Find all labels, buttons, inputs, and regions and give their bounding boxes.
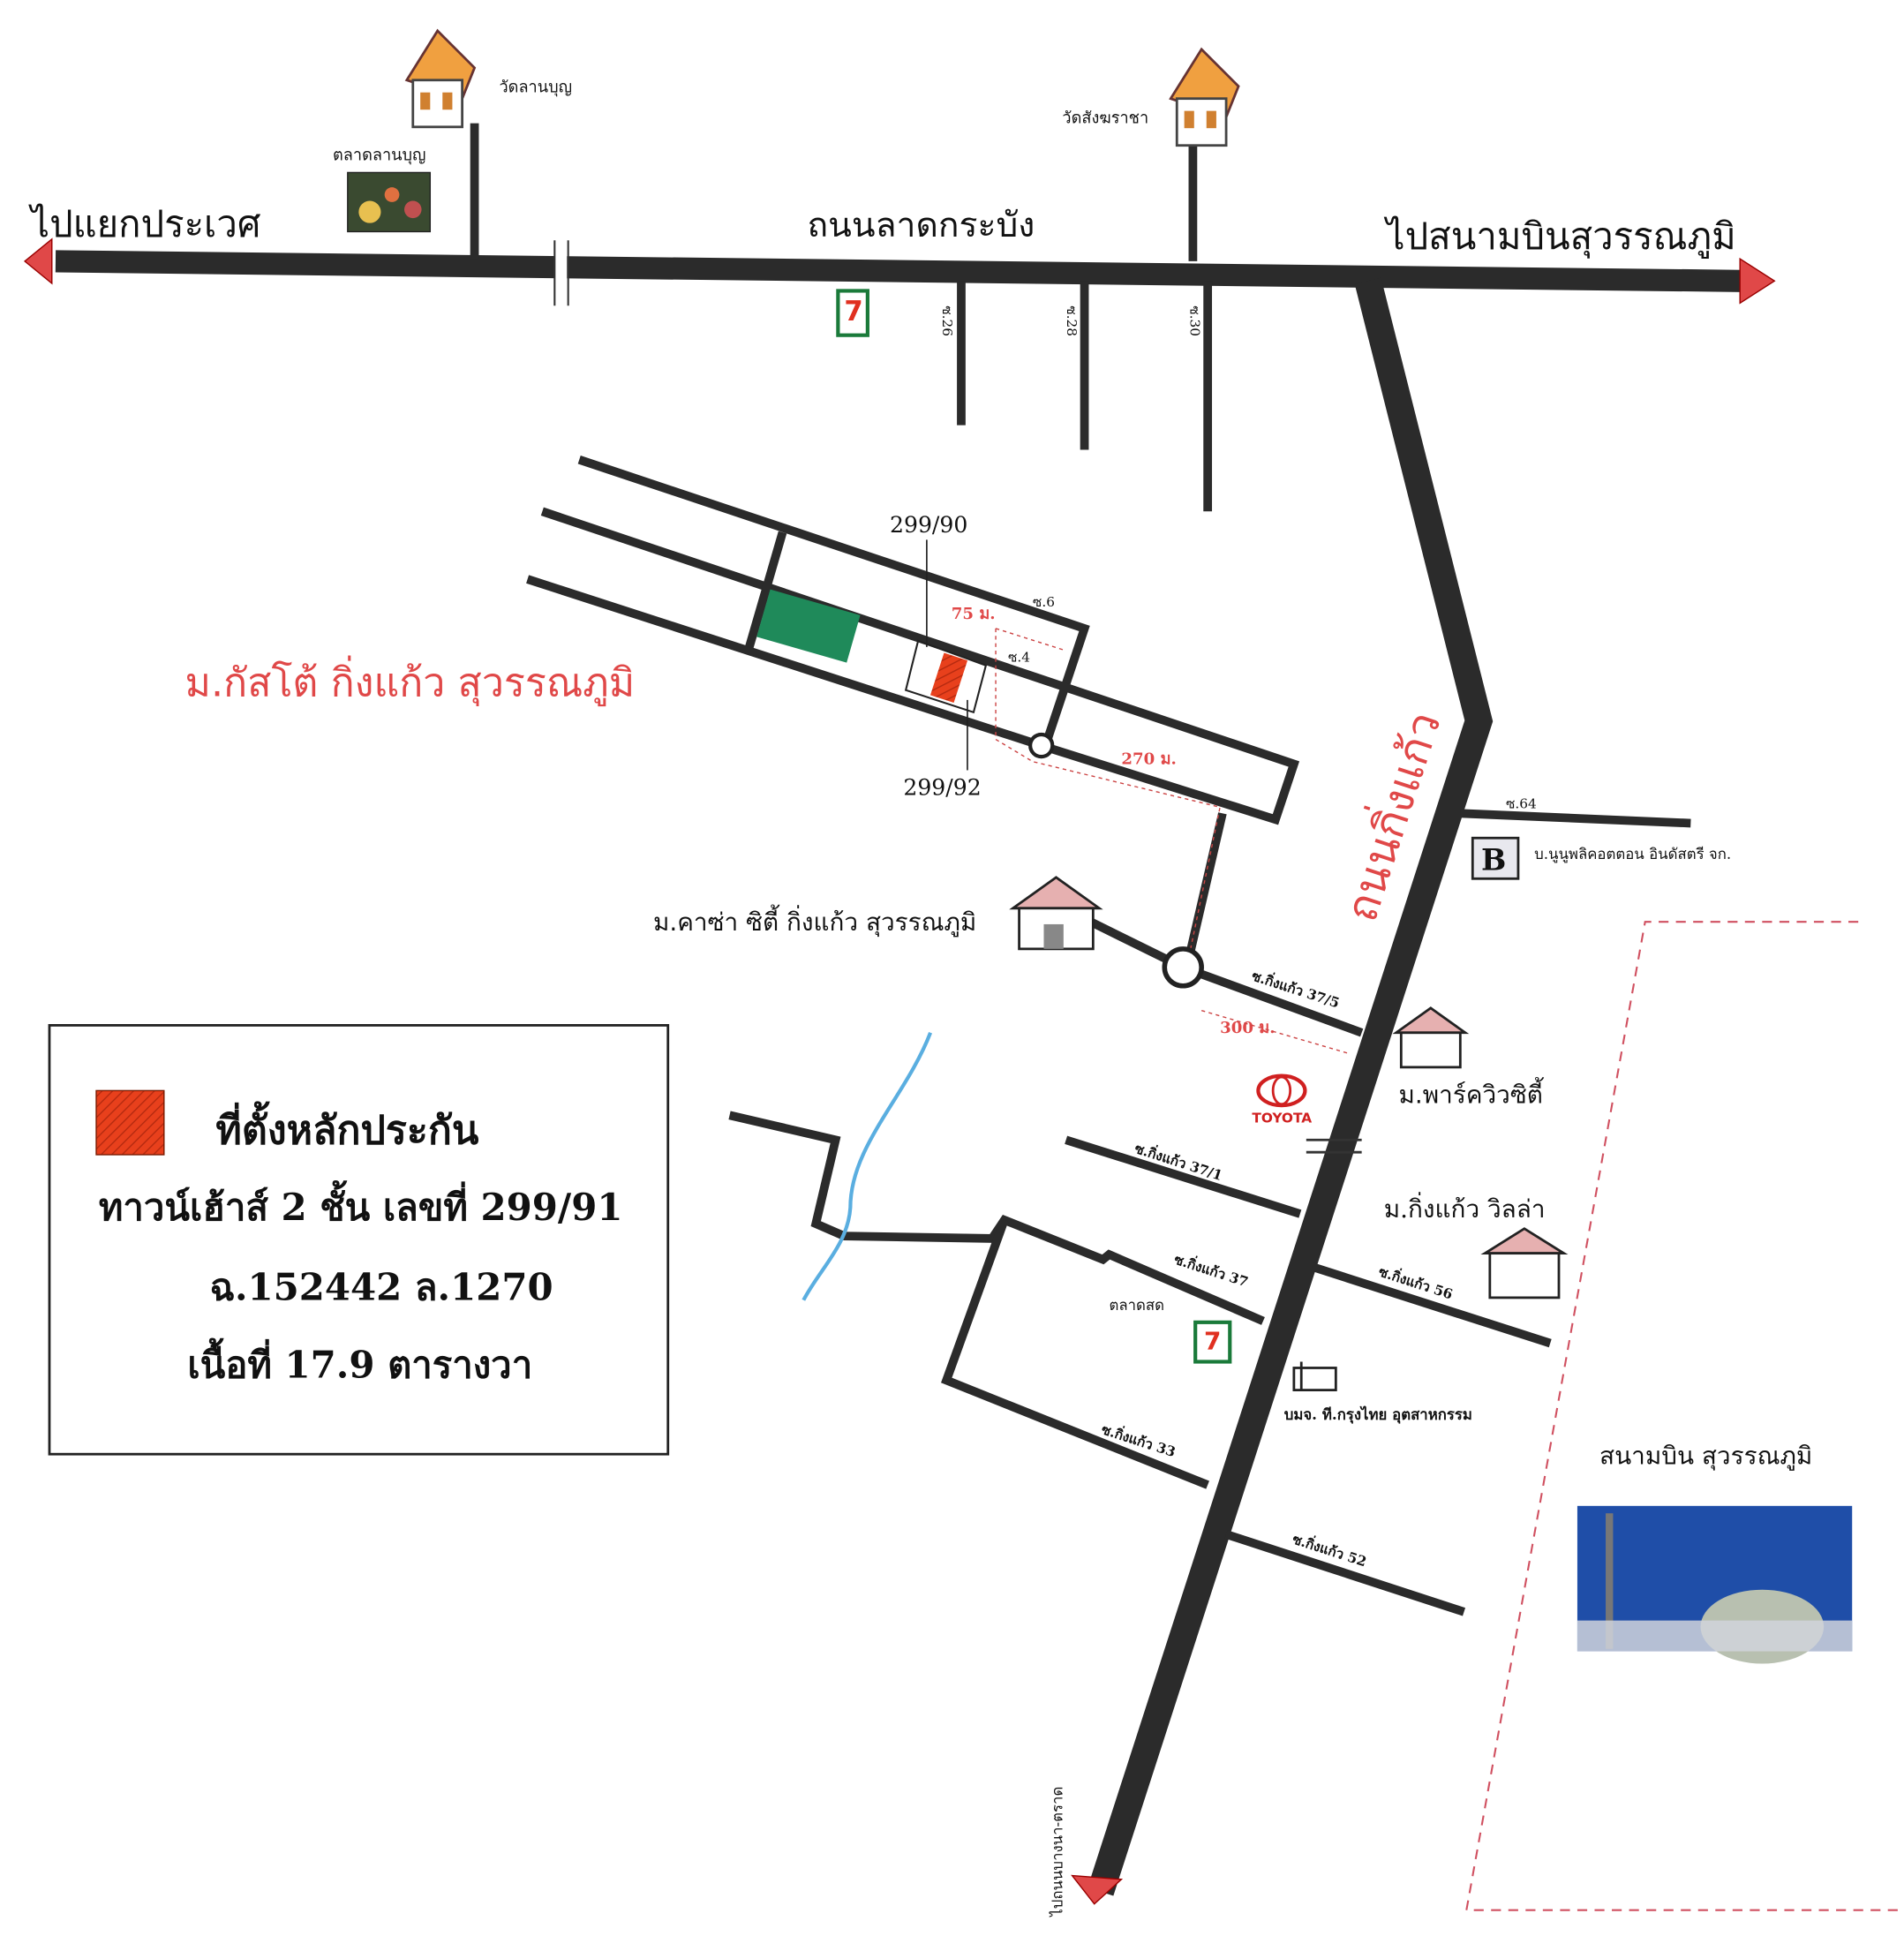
soi-30-label: ซ.30 <box>1187 305 1203 336</box>
direction-left: ไปแยกประเวศ <box>28 202 261 245</box>
distance-270: 270 ม. <box>1121 750 1176 768</box>
market-1-label: ตลาดลานบุญ <box>333 146 425 165</box>
svg-text:B: B <box>1481 843 1506 878</box>
airport-photo <box>1577 1505 1853 1664</box>
temple-icon <box>1169 47 1240 147</box>
soi-4-label: ซ.4 <box>1008 650 1030 666</box>
river <box>801 1032 933 1301</box>
soi-6-label: ซ.6 <box>1033 594 1055 610</box>
airport-label: สนามบิน สุวรรณภูมิ <box>1599 1441 1812 1471</box>
seven-eleven-icon: 7 <box>1193 1320 1232 1364</box>
lat-krabang-road <box>23 237 1776 306</box>
soi-26-label: ซ.26 <box>939 305 955 336</box>
legend-title: ที่ตั้งหลักประกัน <box>215 1100 478 1153</box>
airport-boundary <box>1465 921 1904 1911</box>
house-icon <box>1480 1227 1569 1299</box>
legend-line-1: ทาวน์เฮ้าส์ 2 ชั้น เลขที่ 299/91 <box>99 1179 623 1229</box>
bridge-break <box>554 240 568 303</box>
house-icon <box>1392 1006 1470 1069</box>
temple-icon <box>404 28 477 129</box>
collateral-plot <box>929 652 968 703</box>
village-main-label: ม.กัสโต้ กิ่งแก้ว สุวรรณภูมิ <box>185 656 636 707</box>
direction-right: ไปสนามบินสุวรรณภูมิ <box>1384 215 1736 259</box>
svg-text:7: 7 <box>1204 1327 1221 1356</box>
legend-box: ที่ตั้งหลักประกัน ทาวน์เฮ้าส์ 2 ชั้น เลข… <box>48 1024 670 1456</box>
arrow-down-icon <box>1071 1874 1124 1905</box>
house-icon <box>1009 876 1103 951</box>
seven-eleven-icon: 7 <box>836 289 869 337</box>
green-plot <box>756 589 861 663</box>
village-park-label: ม.พาร์ควิวซิตี้ <box>1399 1076 1545 1109</box>
temple-1-label: วัดลานบุญ <box>499 79 572 98</box>
distance-300: 300 ม. <box>1220 1019 1275 1037</box>
company-b-label: บ.นูนูพลิคอตตอน อินดัสตรี จก. <box>1534 845 1731 863</box>
direction-south: ไปถนนบางนา-ตราด <box>1048 1787 1065 1918</box>
road-name-lat-krabang: ถนนลาดกระบัง <box>807 206 1035 245</box>
village-casa-label: ม.คาซ่า ซิตี้ กิ่งแก้ว สุวรรณภูมิ <box>653 904 976 938</box>
plot-label-299-92: 299/92 <box>903 774 981 800</box>
b-badge: B <box>1471 836 1520 880</box>
collateral-swatch <box>95 1089 165 1156</box>
company-krungthai-label: บมจ. ที.กรุงไทย อุตสาหกรรม <box>1284 1405 1472 1424</box>
market-image-icon <box>347 171 432 233</box>
temple-2-label: วัดสังฆราชา <box>1062 109 1148 128</box>
soi-64-label: ซ.64 <box>1506 796 1537 812</box>
arrow-left-icon <box>23 237 53 285</box>
roundabout <box>1162 946 1204 989</box>
fresh-market-label: ตลาดสด <box>1109 1296 1164 1314</box>
villa-label: ม.กิ่งแก้ว วิลล่า <box>1384 1192 1546 1224</box>
housing-estate-roads <box>526 456 1300 968</box>
legend-line-3: เนื้อที่ 17.9 ตารางวา <box>187 1337 532 1387</box>
roundabout <box>1028 732 1055 759</box>
toyota-logo-icon: TOYOTA <box>1252 1073 1312 1126</box>
factory-icon <box>1292 1361 1337 1392</box>
svg-text:TOYOTA: TOYOTA <box>1252 1111 1312 1126</box>
soi-28-label: ซ.28 <box>1064 305 1080 336</box>
legend-line-2: ฉ.152442 ล.1270 <box>209 1266 553 1309</box>
plot-outline <box>904 639 988 714</box>
plot-label-299-90: 299/90 <box>890 512 967 538</box>
arrow-right-icon <box>1739 257 1776 305</box>
svg-text:7: 7 <box>844 296 862 328</box>
distance-75: 75 ม. <box>952 605 996 623</box>
kingkaew-road <box>1087 277 1494 1896</box>
